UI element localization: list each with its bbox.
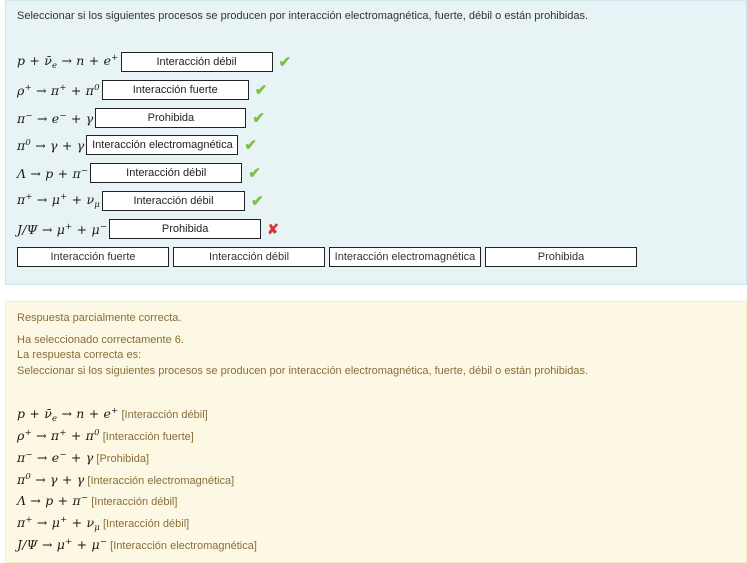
answer-line: Λ → p + π− [Interacción débil] — [17, 493, 177, 508]
answer-line: p + ν̄e → n + e+ [Interacción débil] — [17, 406, 208, 424]
choice-interaccion-debil[interactable]: Interacción débil — [173, 247, 325, 267]
answer-text: [Interacción débil] — [103, 518, 190, 530]
process-formula: π0 → γ + γ — [17, 472, 85, 487]
process-formula: π− → e− + γ — [17, 110, 94, 126]
answer-dropzone[interactable]: Interacción débil — [90, 163, 243, 183]
answer-dropzone[interactable]: Interacción fuerte — [101, 80, 249, 100]
answer-text: [Interacción electromagnética] — [87, 475, 235, 487]
choice-interaccion-electromagnetica[interactable]: Interacción electromagnética — [329, 247, 481, 267]
answer-text: [Interacción fuerte] — [102, 431, 194, 443]
process-row: J/Ψ → μ+ + μ− Prohibida ✘ — [17, 219, 279, 239]
check-icon: ✔ — [251, 193, 264, 210]
answer-dropzone[interactable]: Prohibida — [109, 219, 262, 239]
process-formula: J/Ψ → μ+ + μ− — [17, 537, 108, 552]
feedback-panel: Respuesta parcialmente correcta. Ha sele… — [5, 301, 747, 563]
process-formula: ρ+ → π+ + π0 — [17, 82, 100, 98]
process-formula: π0 → γ + γ — [17, 137, 85, 153]
answer-line: π0 → γ + γ [Interacción electromagnética… — [17, 472, 234, 487]
process-formula: π− → e− + γ — [17, 450, 94, 465]
process-formula: Λ → p + π− — [17, 165, 89, 181]
process-formula: ρ+ → π+ + π0 — [17, 428, 100, 443]
process-formula: J/Ψ → μ+ + μ− — [17, 221, 108, 237]
answer-text: [Prohibida] — [96, 453, 149, 465]
check-icon: ✔ — [248, 165, 261, 182]
question-prompt: Seleccionar si los siguientes procesos s… — [17, 10, 589, 22]
question-panel: Seleccionar si los siguientes procesos s… — [5, 0, 747, 285]
answer-line: J/Ψ → μ+ + μ− [Interacción electromagnét… — [17, 537, 257, 552]
process-row: p + ν̄e → n + e+ Interacción débil ✔ — [17, 52, 291, 72]
answer-line: π− → e− + γ [Prohibida] — [17, 450, 149, 465]
check-icon: ✔ — [278, 54, 292, 71]
choice-palette: Interacción fuerte Interacción débil Int… — [17, 247, 637, 267]
check-icon: ✔ — [254, 82, 268, 99]
process-formula: π+ → μ+ + νμ — [17, 515, 100, 533]
process-row: π+ → μ+ + νμ Interacción débil ✔ — [17, 191, 264, 211]
process-row: ρ+ → π+ + π0 Interacción fuerte ✔ — [17, 80, 267, 100]
feedback-count: Ha seleccionado correctamente 6. — [17, 334, 184, 346]
check-icon: ✔ — [244, 137, 257, 154]
process-row: Λ → p + π− Interacción débil ✔ — [17, 163, 261, 183]
cross-icon: ✘ — [267, 220, 279, 237]
answer-line: ρ+ → π+ + π0 [Interacción fuerte] — [17, 428, 194, 443]
answer-text: [Interacción débil] — [121, 409, 208, 421]
answer-dropzone[interactable]: Interacción débil — [102, 191, 245, 211]
process-formula: π+ → μ+ + νμ — [17, 192, 100, 210]
choice-prohibida[interactable]: Prohibida — [485, 247, 637, 267]
answer-line: π+ → μ+ + νμ [Interacción débil] — [17, 515, 189, 533]
feedback-correct-intro: La respuesta correcta es: — [17, 349, 142, 361]
process-formula: p + ν̄e → n + e+ — [17, 53, 119, 71]
answer-dropzone[interactable]: Interacción débil — [120, 52, 273, 72]
answer-dropzone[interactable]: Prohibida — [95, 108, 247, 128]
feedback-status: Respuesta parcialmente correcta. — [17, 312, 182, 324]
choice-interaccion-fuerte[interactable]: Interacción fuerte — [17, 247, 169, 267]
check-icon: ✔ — [252, 110, 265, 127]
answer-text: [Interacción electromagnética] — [110, 540, 257, 552]
answer-text: [Interacción débil] — [91, 496, 178, 508]
answer-dropzone[interactable]: Interacción electromagnética — [86, 135, 239, 155]
feedback-prompt: Seleccionar si los siguientes procesos s… — [17, 365, 589, 377]
process-row: π− → e− + γ Prohibida ✔ — [17, 108, 265, 128]
process-formula: Λ → p + π− — [17, 493, 89, 508]
process-formula: p + ν̄e → n + e+ — [17, 406, 119, 424]
process-row: π0 → γ + γ Interacción electromagnética … — [17, 135, 257, 155]
